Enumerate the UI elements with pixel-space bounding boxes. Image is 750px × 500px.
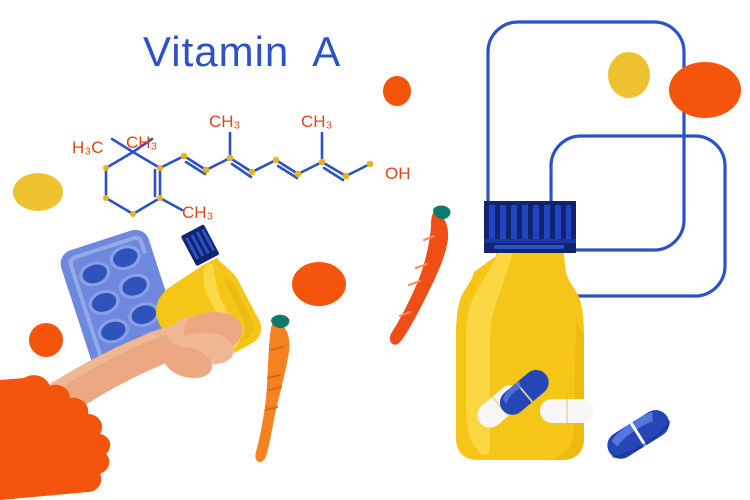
blob-yellow-left [13,173,63,211]
sleeve [0,375,111,500]
large-bottle-shade [548,320,584,460]
large-bottle-cap[interactable] [484,201,576,253]
carrot-right [389,205,451,345]
arm-and-sleeve [0,312,243,500]
finger-ring [163,346,213,378]
large-bottle-capsules [477,369,594,428]
small-bottle-cap [181,224,219,266]
blob-orange-left [29,323,63,357]
blob-orange-top-mid [383,76,411,106]
blob-orange-top-right [669,62,741,118]
blob-yellow-top-right [608,52,650,98]
molecule-vertex-dots [103,152,374,217]
carrot-left [255,314,290,463]
large-bottle-highlight [466,250,514,455]
page-title: Vitamin A [143,28,342,75]
blob-orange-center [292,262,346,306]
